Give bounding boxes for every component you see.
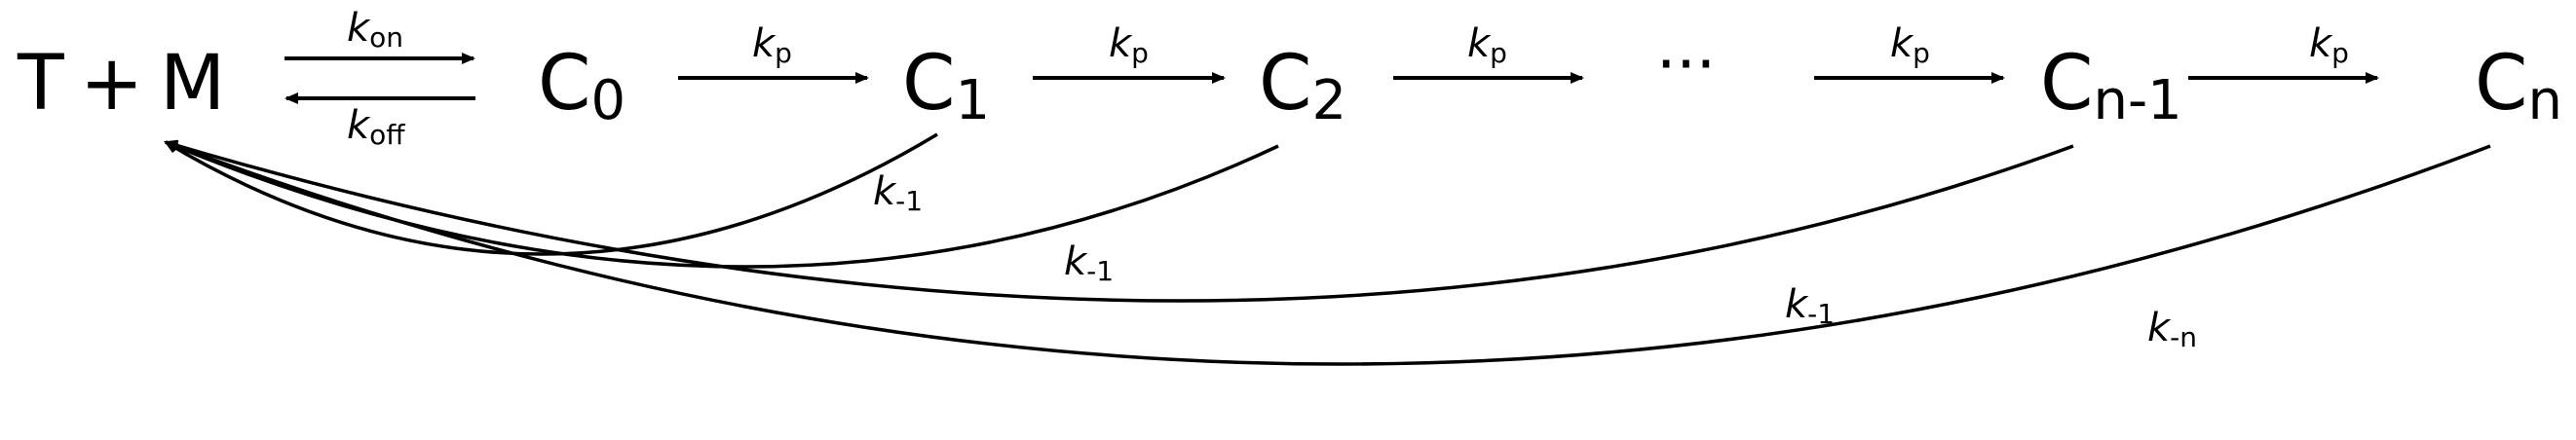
chain-ellipsis: ··· [1656,29,1716,101]
rate-label-k-n-cn: k-n [2147,306,2197,353]
rate-label-koff: koff [347,103,405,151]
rate-label-kp-1: kp [752,21,792,69]
dissociation-curve-c1 [164,132,938,256]
rate-label-kp-4: kp [1890,21,1930,69]
reactant-t: T [17,40,64,128]
rate-label-kp-2: kp [1109,21,1149,69]
dissociation-curve-cn [164,140,2491,366]
reactant-m: M [160,40,225,128]
complex-cn: Cn [2475,40,2562,132]
rate-label-kp-3: kp [1467,21,1507,69]
plus-sign: + [80,40,143,128]
complex-c1: C1 [902,40,990,132]
rate-label-k-1-cn-minus-1: k-1 [1785,282,1835,330]
complex-c0: C0 [538,40,625,132]
complex-c2: C2 [1259,40,1346,132]
dissociation-curve-c2 [164,140,1279,269]
complex-cn-minus-1: Cn-1 [2040,40,2182,132]
rate-label-kp-5: kp [2309,21,2349,69]
rate-label-k-1-c2: k-1 [1064,239,1114,287]
rate-label-k-1-c1: k-1 [873,169,923,217]
rate-label-kon: kon [347,6,403,54]
dissociation-curve-cn-minus-1 [164,139,2074,303]
